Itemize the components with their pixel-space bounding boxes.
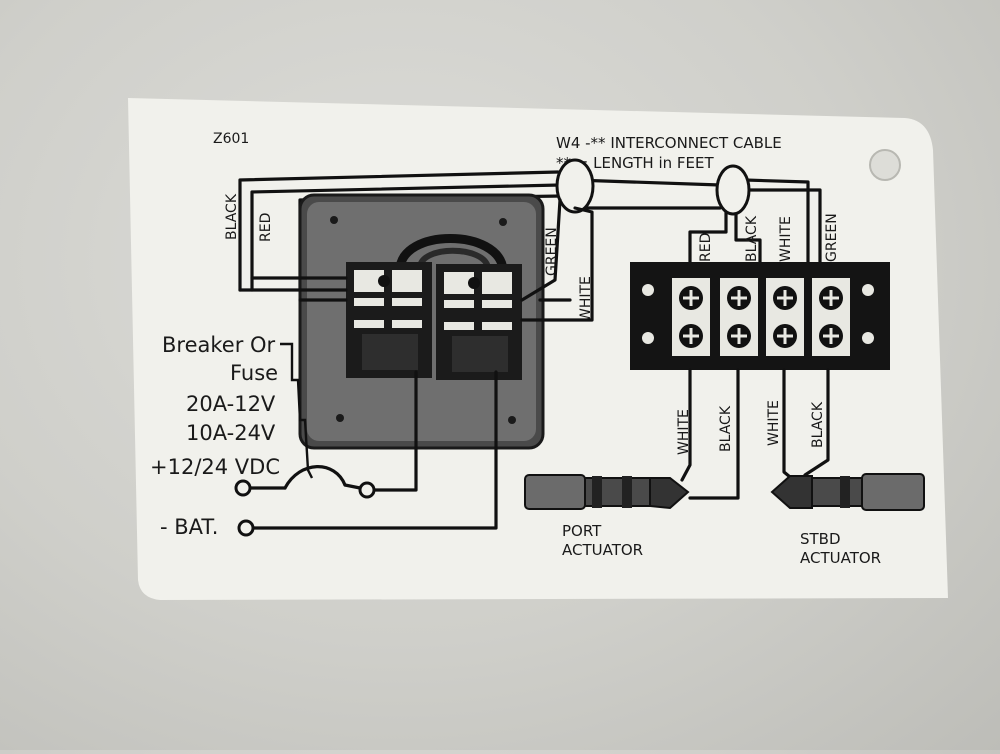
- breaker-label-line3: 20A-12V: [186, 392, 276, 416]
- stbd-actuator-label-line1: STBD: [800, 530, 841, 548]
- terminal-top-label-2: BLACK: [744, 215, 760, 262]
- terminal-bottom-label-1: WHITE: [676, 409, 692, 455]
- port-actuator-label-line2: ACTUATOR: [562, 541, 643, 559]
- breaker-label-line1: Breaker Or: [162, 333, 276, 357]
- cable-note: ** = LENGTH in FEET: [556, 154, 714, 172]
- fuse-terminal: [358, 481, 376, 499]
- negative-terminal: [237, 519, 255, 537]
- switch-panel: [298, 193, 545, 450]
- terminal-top-label-3: WHITE: [778, 216, 794, 262]
- stbd-actuator: [770, 473, 925, 511]
- port-actuator-label-line1: PORT: [562, 522, 602, 540]
- part-number: Z601: [213, 131, 249, 147]
- terminal-top-label-1: RED: [698, 233, 714, 262]
- card-hole: [869, 149, 901, 181]
- cable-title: W4 -** INTERCONNECT CABLE: [556, 134, 782, 152]
- breaker-label-line4: 10A-24V: [186, 421, 276, 445]
- terminal-bottom-label-4: BLACK: [810, 401, 826, 448]
- panel-wiring: [238, 198, 594, 322]
- power-wiring: [246, 342, 498, 530]
- port-actuator: [524, 474, 690, 510]
- wire-label-red: RED: [258, 213, 274, 242]
- wire-label-white: WHITE: [578, 276, 594, 322]
- wire-label-black: BLACK: [224, 193, 240, 240]
- cable-connector-left: [555, 158, 595, 214]
- terminal-bottom-label-3: WHITE: [766, 400, 782, 446]
- supply-negative-label: - BAT.: [160, 515, 218, 539]
- terminal-strip: [630, 262, 890, 370]
- breaker-label-line2: Fuse: [230, 361, 278, 385]
- terminal-top-label-4: GREEN: [824, 213, 840, 262]
- cable-connector-right: [715, 164, 751, 216]
- stbd-actuator-label-line2: ACTUATOR: [800, 549, 881, 567]
- terminal-bottom-label-2: BLACK: [718, 405, 734, 452]
- supply-positive-label: +12/24 VDC: [150, 455, 280, 479]
- positive-terminal: [234, 479, 252, 497]
